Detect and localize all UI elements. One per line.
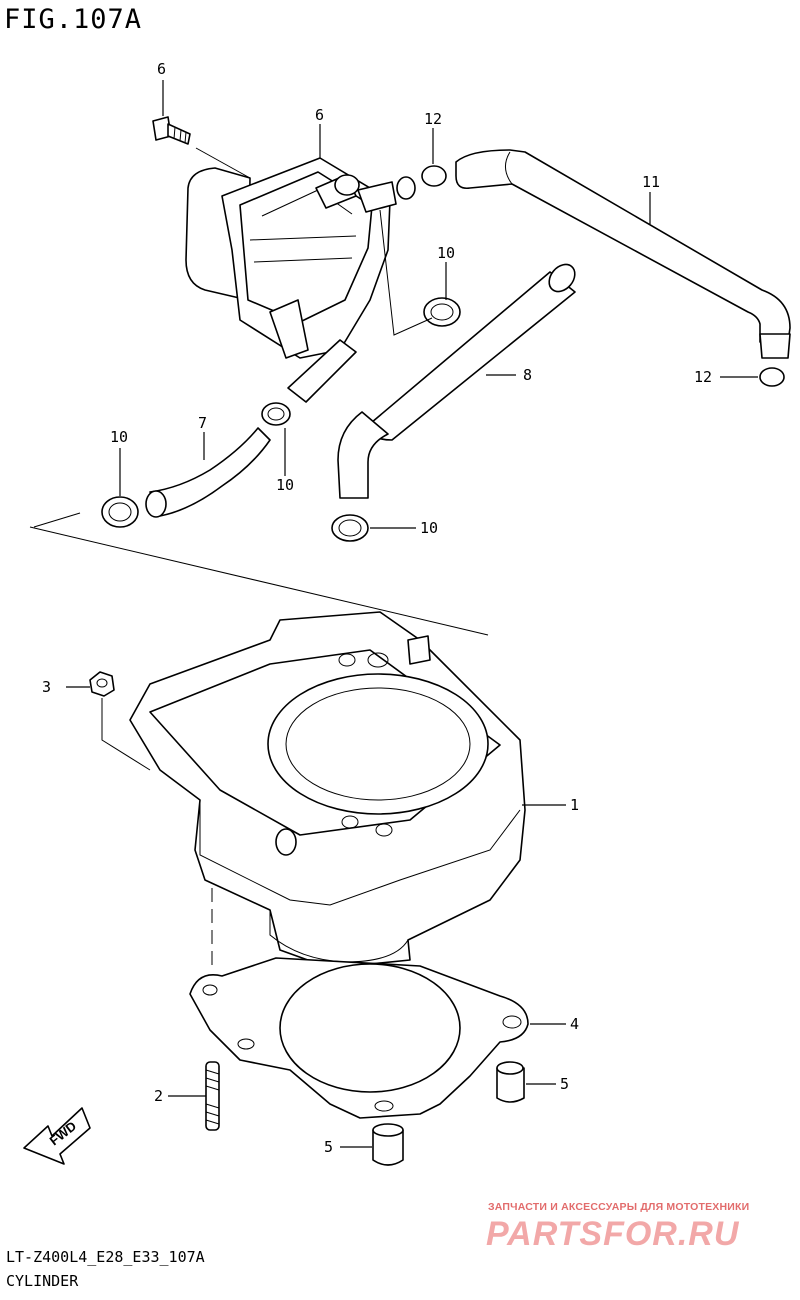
o-ring-12-lower [759, 367, 785, 387]
callout-5: 5 [560, 1075, 569, 1093]
hose-clamp [331, 514, 369, 542]
leader-lines [66, 80, 758, 1148]
callout-11: 11 [642, 173, 660, 191]
callout-9: 8 [523, 366, 532, 384]
callout-1: 1 [570, 796, 579, 814]
stud-bolt [205, 1061, 220, 1131]
callout-7: 6 [157, 60, 166, 78]
flange-nut [89, 671, 115, 697]
callout-10: 10 [420, 519, 438, 537]
hose-9 [337, 263, 576, 499]
o-ring-12-upper [421, 165, 447, 187]
hose-11 [455, 149, 791, 359]
callout-3: 3 [42, 678, 51, 696]
callout-12: 12 [424, 110, 442, 128]
forward-direction-arrow-icon: FWD [23, 1107, 91, 1165]
flange-bolt [152, 116, 191, 145]
callout-labels: 6 6 12 11 10 12 8 7 10 10 10 3 1 4 5 2 5 [42, 60, 712, 1156]
callout-4: 4 [570, 1015, 579, 1033]
callout-5: 5 [324, 1138, 333, 1156]
watermark-logo: PARTSFOR.RU [486, 1215, 740, 1253]
callout-2: 2 [154, 1087, 163, 1105]
callout-10: 10 [276, 476, 294, 494]
dowel-pin [372, 1123, 404, 1166]
cylinder-base-gasket [189, 957, 529, 1119]
callout-8: 7 [198, 414, 207, 432]
callout-12: 12 [694, 368, 712, 386]
callout-10: 10 [437, 244, 455, 262]
hose-clamp [423, 297, 461, 327]
hose-8 [145, 427, 271, 518]
watermark-tagline: ЗАПЧАСТИ И АКСЕССУАРЫ ДЛЯ МОТОТЕХНИКИ [488, 1201, 750, 1213]
figure-title: FIG.107A [4, 4, 143, 35]
model-code: LT-Z400L4_E28_E33_107A [6, 1248, 205, 1266]
hose-clamp [101, 496, 139, 528]
reed-valve-housing [185, 157, 416, 359]
hose-clamp [261, 402, 291, 426]
section-name: CYLINDER [6, 1272, 79, 1290]
callout-6: 6 [315, 106, 324, 124]
dowel-pin [496, 1061, 525, 1103]
cylinder-block [129, 611, 526, 969]
callout-10: 10 [110, 428, 128, 446]
